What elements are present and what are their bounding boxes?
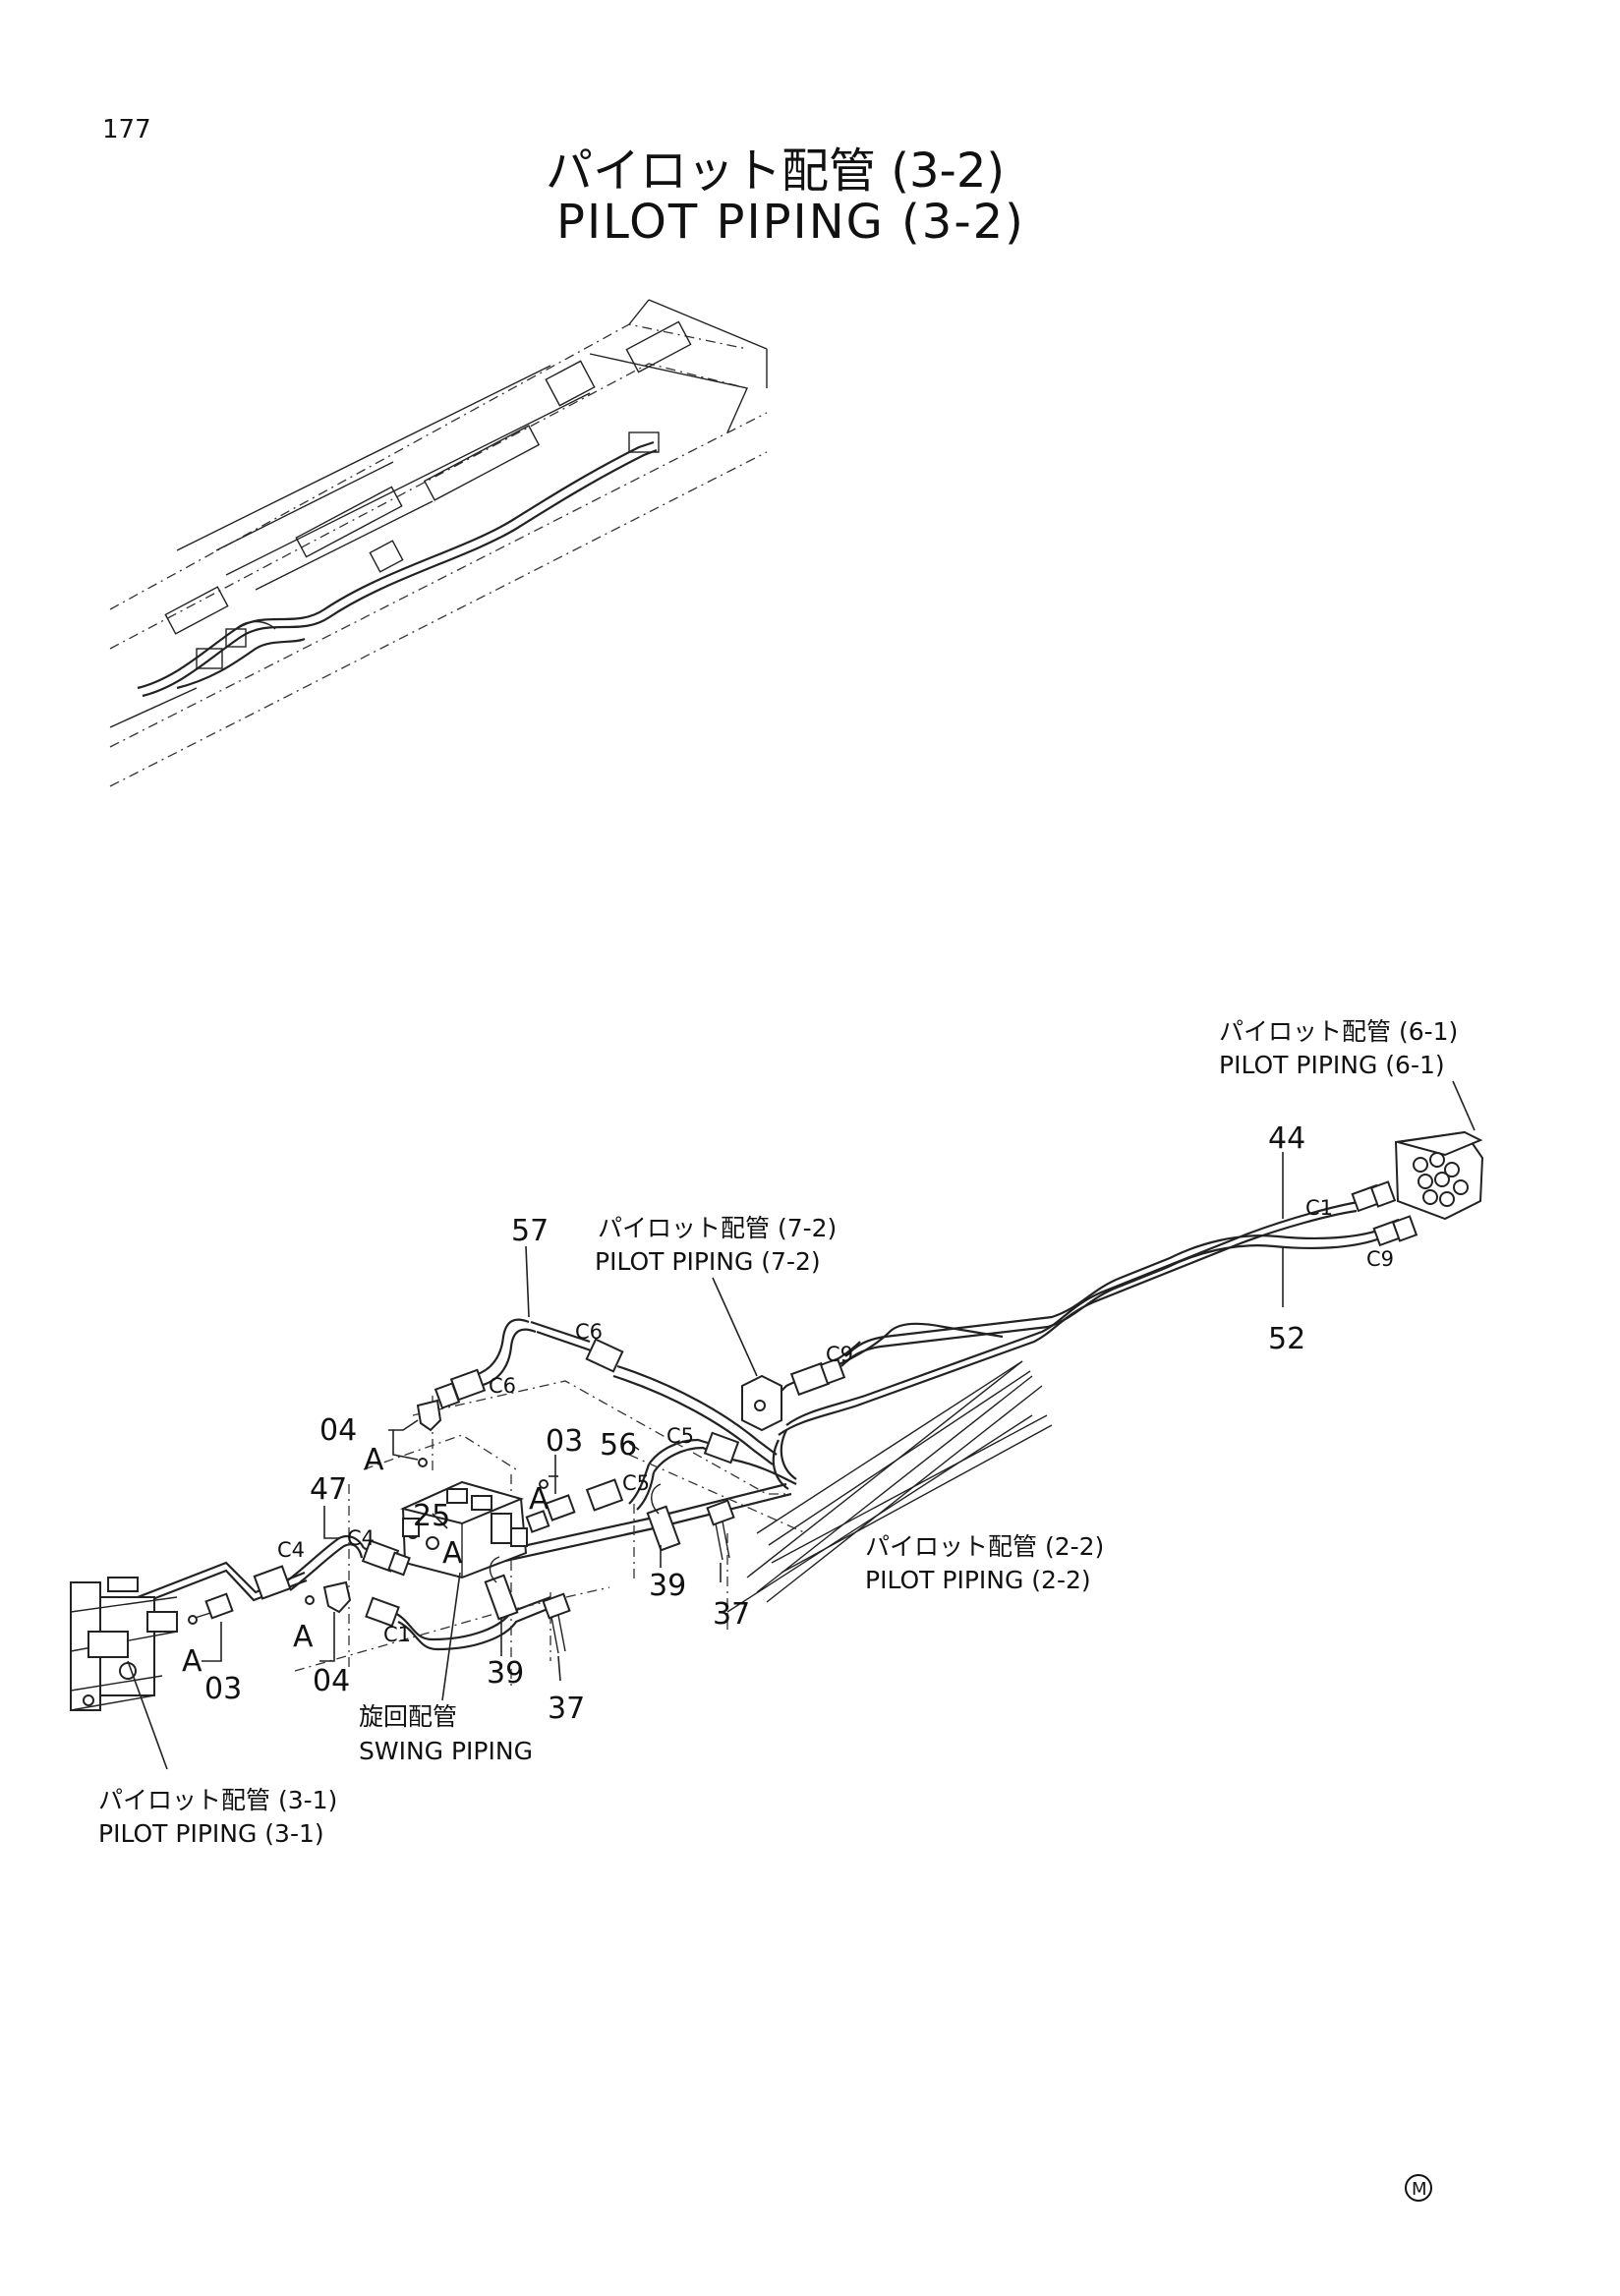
connector-c1-right: C1 xyxy=(1305,1196,1333,1220)
connector-c4-left: C4 xyxy=(277,1538,305,1562)
bolt-upper xyxy=(706,1499,735,1561)
port-cluster xyxy=(1413,1152,1469,1207)
connector-c1-lower: C1 xyxy=(383,1623,411,1646)
connector-c9-right: C9 xyxy=(1366,1247,1394,1271)
ref-pilot-piping-7-2-jp: パイロット配管 (7-2) xyxy=(598,1214,837,1242)
detail-mark-a-5: A xyxy=(182,1644,202,1679)
bolt-lower xyxy=(542,1592,571,1654)
connector-c5-upper: C5 xyxy=(666,1424,694,1448)
part-number-37-lower: 37 xyxy=(548,1692,585,1726)
page-number: 177 xyxy=(102,115,151,144)
part-number-56: 56 xyxy=(600,1428,637,1463)
connector-c9-left: C9 xyxy=(826,1343,853,1366)
connector-c5-lower: C5 xyxy=(622,1471,650,1495)
part-number-39-lower: 39 xyxy=(487,1656,524,1691)
fittings xyxy=(70,1130,1484,1711)
part-number-52: 52 xyxy=(1268,1322,1305,1356)
connector-c6-upper: C6 xyxy=(575,1320,603,1344)
ref-swing-piping-en: SWING PIPING xyxy=(359,1737,533,1765)
part-number-04-top: 04 xyxy=(319,1413,357,1448)
circled-m-mark: M xyxy=(1405,2174,1432,2202)
machine-frame-overview xyxy=(109,299,768,787)
ref-pilot-piping-6-1-en: PILOT PIPING (6-1) xyxy=(1219,1051,1445,1079)
ref-pilot-piping-7-2-en: PILOT PIPING (7-2) xyxy=(595,1247,821,1276)
ref-swing-piping-jp: 旋回配管 xyxy=(359,1702,457,1731)
ref-pilot-piping-2-2-en: PILOT PIPING (2-2) xyxy=(865,1566,1091,1594)
pilot-valve-bracket xyxy=(70,1577,178,1711)
ref-pilot-piping-3-1-jp: パイロット配管 (3-1) xyxy=(98,1786,337,1814)
part-number-03-right: 03 xyxy=(546,1424,583,1459)
connector-c4-right: C4 xyxy=(347,1526,375,1550)
detail-mark-a-4: A xyxy=(293,1620,314,1654)
ref-pilot-piping-3-1-en: PILOT PIPING (3-1) xyxy=(98,1819,324,1848)
part-number-47: 47 xyxy=(310,1472,347,1507)
m-mark-letter: M xyxy=(1412,2179,1427,2200)
part-number-44: 44 xyxy=(1268,1121,1305,1156)
part-number-04-bottom: 04 xyxy=(313,1664,350,1698)
detail-mark-a-3: A xyxy=(442,1536,463,1571)
ref-pilot-piping-2-2-jp: パイロット配管 (2-2) xyxy=(865,1532,1104,1561)
detail-mark-a-2: A xyxy=(529,1482,550,1517)
part-number-37-upper: 37 xyxy=(713,1597,750,1632)
title-japanese: パイロット配管 (3-2) xyxy=(546,144,1005,199)
part-number-03-left: 03 xyxy=(204,1672,242,1706)
leader-lines xyxy=(127,1080,1475,1770)
connector-c6-lower: C6 xyxy=(489,1374,516,1398)
detail-mark-a-1: A xyxy=(364,1443,384,1477)
part-number-39-upper: 39 xyxy=(649,1569,686,1603)
part-number-25: 25 xyxy=(413,1499,450,1533)
title-english: PILOT PIPING (3-2) xyxy=(556,195,1025,250)
ref-pilot-piping-6-1-jp: パイロット配管 (6-1) xyxy=(1219,1017,1458,1046)
part-number-57: 57 xyxy=(511,1214,549,1248)
